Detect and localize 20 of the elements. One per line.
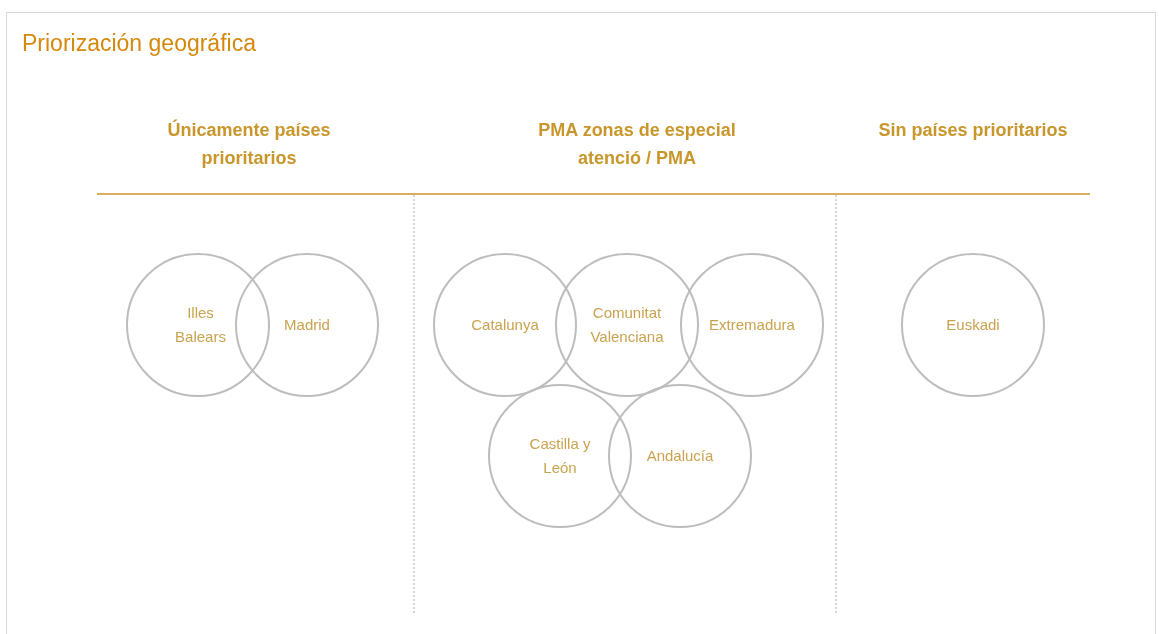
column-heading: Sin países prioritarios	[877, 119, 1069, 142]
region-label: Illes Balears	[174, 303, 227, 347]
region-circle	[126, 253, 270, 397]
region-label: Andalucía	[645, 446, 715, 466]
region-circle	[488, 384, 632, 528]
region-label: Catalunya	[470, 315, 540, 335]
region-label: Euskadi	[945, 315, 1001, 335]
region-circle	[433, 253, 577, 397]
column-heading: Únicamente países prioritarios	[166, 118, 332, 170]
region-circle	[555, 253, 699, 397]
region-circle	[680, 253, 824, 397]
region-circle	[901, 253, 1045, 397]
region-label: Extremadura	[708, 315, 796, 335]
page-title: Priorización geográfica	[22, 30, 256, 57]
column-heading: PMA zonas de especial atenció / PMA	[537, 119, 737, 170]
region-label: Madrid	[283, 315, 331, 335]
region-circle	[608, 384, 752, 528]
region-label: Comunitat Valenciana	[589, 303, 665, 347]
region-label: Castilla y León	[528, 434, 592, 478]
region-circle	[235, 253, 379, 397]
